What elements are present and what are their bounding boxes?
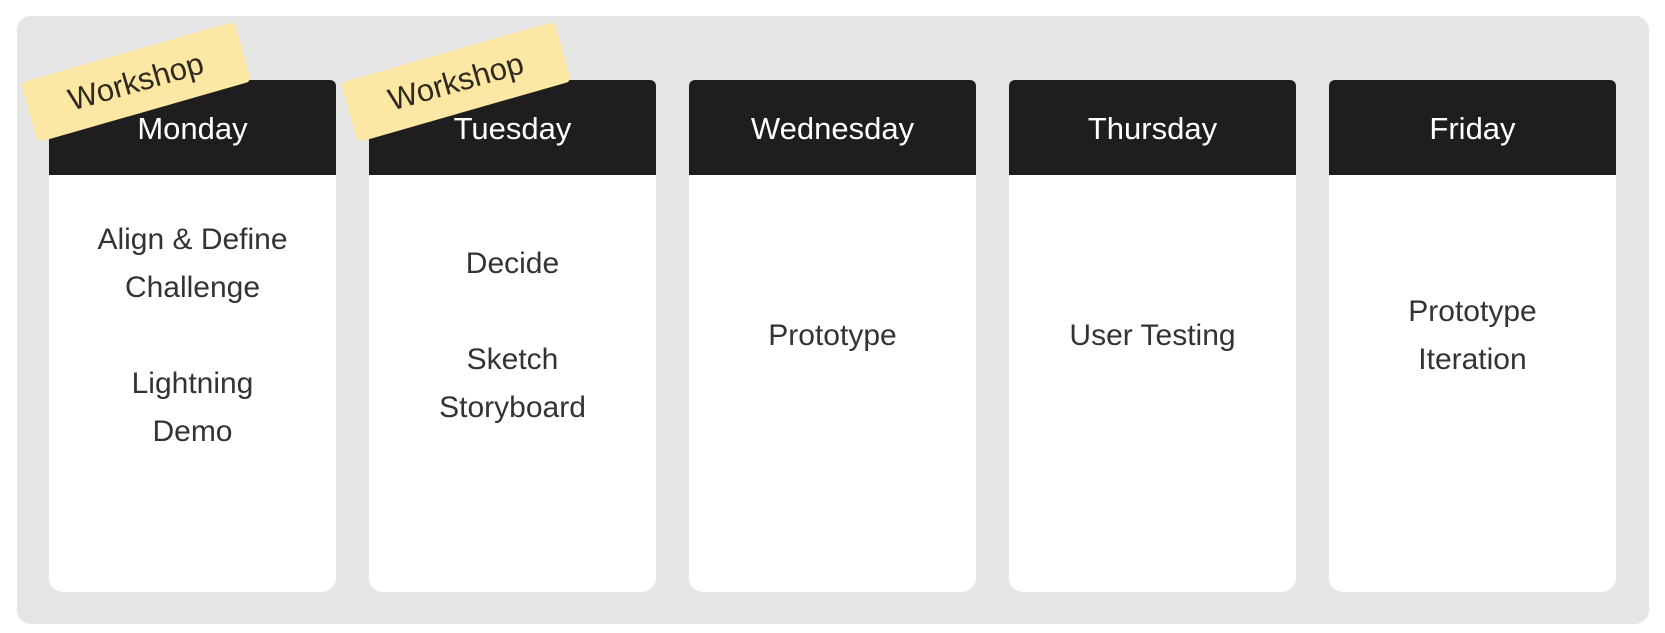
sprint-board: Monday Align & Define Challenge Lightnin… bbox=[17, 16, 1649, 624]
column-body-wednesday[interactable]: Prototype bbox=[689, 175, 976, 592]
column-thursday: Thursday User Testing bbox=[1009, 80, 1296, 592]
day-label: Thursday bbox=[1087, 110, 1218, 146]
day-label: Wednesday bbox=[750, 110, 915, 146]
column-header-wednesday[interactable]: Wednesday bbox=[689, 80, 976, 175]
column-friday: Friday Prototype Iteration bbox=[1329, 80, 1616, 592]
column-tuesday: Tuesday Decide Sketch Storyboard bbox=[369, 80, 656, 592]
activity-list: Align & Define Challenge Lightning Demo bbox=[97, 223, 288, 448]
column-monday: Monday Align & Define Challenge Lightnin… bbox=[49, 80, 336, 592]
day-label: Friday bbox=[1429, 110, 1516, 146]
column-header-thursday[interactable]: Thursday bbox=[1009, 80, 1296, 175]
day-label: Tuesday bbox=[453, 110, 572, 146]
activity-list: Prototype bbox=[768, 319, 897, 352]
column-wednesday: Wednesday Prototype bbox=[689, 80, 976, 592]
column-body-friday[interactable]: Prototype Iteration bbox=[1329, 175, 1616, 592]
column-body-monday[interactable]: Align & Define Challenge Lightning Demo bbox=[49, 175, 336, 592]
activity-list: Prototype Iteration bbox=[1408, 295, 1537, 376]
column-body-thursday[interactable]: User Testing bbox=[1009, 175, 1296, 592]
activity-list: User Testing bbox=[1069, 319, 1236, 352]
column-body-tuesday[interactable]: Decide Sketch Storyboard bbox=[369, 175, 656, 592]
day-label: Monday bbox=[137, 110, 248, 146]
activity-list: Decide Sketch Storyboard bbox=[439, 247, 586, 424]
column-header-friday[interactable]: Friday bbox=[1329, 80, 1616, 175]
